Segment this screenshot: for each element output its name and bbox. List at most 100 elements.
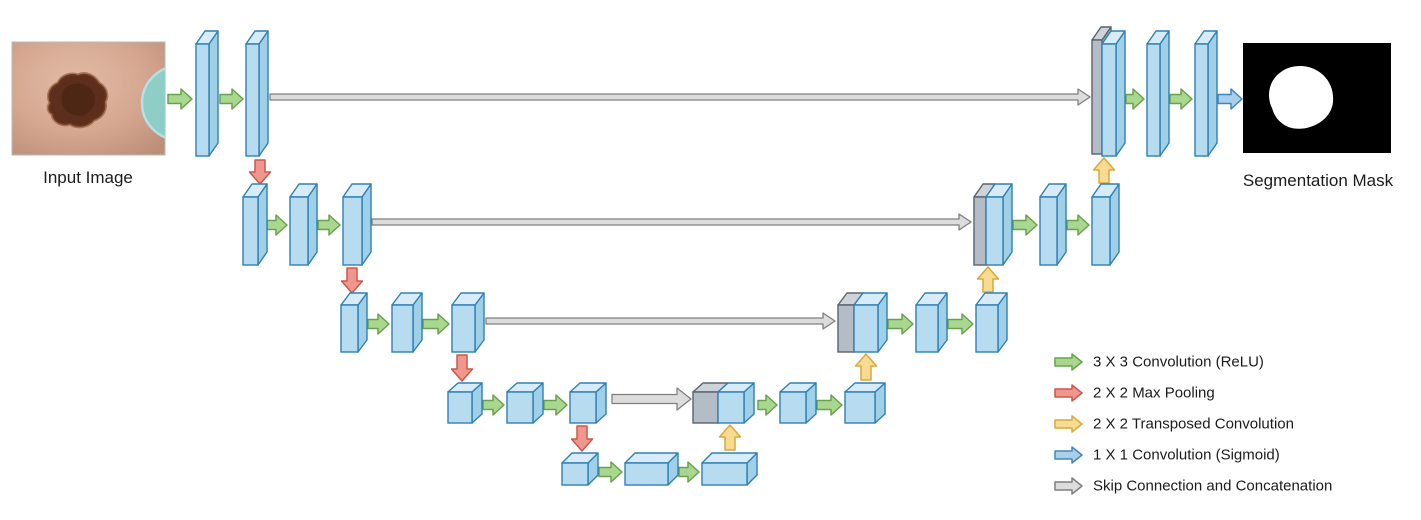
bottleneck-conv2-front — [701, 462, 748, 486]
enc3-conv1-front — [391, 304, 414, 353]
dec3-upsampled-front — [853, 304, 879, 353]
segmentation-mask-label: Segmentation Mask — [1243, 171, 1394, 190]
dec4-upsampled-front — [717, 391, 745, 424]
enc4-pooled-front — [447, 391, 473, 424]
dec4-conv2 — [844, 382, 886, 424]
conv-arrow — [1012, 214, 1038, 236]
dec4-conv1-front — [779, 391, 807, 424]
skin-lesion-core — [61, 83, 95, 116]
dec1-upsampled-front — [1101, 43, 1117, 157]
conv-arrow — [678, 461, 700, 483]
conv-arrow — [543, 394, 568, 416]
legend: 3 X 3 Convolution (ReLU) 2 X 2 Max Pooli… — [1093, 354, 1332, 495]
conv-arrow — [367, 313, 390, 335]
bottleneck-conv1 — [624, 452, 679, 486]
legend-label-conv: 3 X 3 Convolution (ReLU) — [1093, 354, 1264, 371]
bottleneck-conv1-front — [624, 462, 669, 486]
dec4-upsampled — [717, 382, 755, 424]
enc3-conv2 — [451, 292, 485, 353]
skip-connection-line — [269, 88, 1091, 106]
bottleneck-conv2 — [701, 452, 758, 486]
skip-connection-line — [371, 213, 972, 231]
enc1-conv2 — [245, 30, 269, 157]
conv-arrow — [757, 394, 778, 416]
dec1-skip-concat-front — [1091, 39, 1103, 155]
input-image — [11, 41, 166, 156]
skip-connection-line — [485, 312, 836, 330]
conv-arrow — [1125, 88, 1145, 110]
conv-arrow — [317, 214, 341, 236]
dec3-conv1-front — [915, 304, 939, 353]
legend-label-skip: Skip Connection and Concatenation — [1093, 478, 1332, 495]
enc1-conv2-front — [245, 43, 260, 157]
legend-label-upconv: 2 X 2 Transposed Convolution — [1093, 416, 1294, 433]
conv-arrow — [1066, 214, 1090, 236]
input-image-label: Input Image — [43, 168, 133, 187]
dec1-upsampled — [1101, 30, 1126, 157]
dec4-skip-concat-front — [692, 391, 719, 424]
conv-arrow — [947, 313, 974, 335]
conv-arrow — [482, 394, 505, 416]
dec2-upsampled — [985, 183, 1013, 266]
enc4-pooled — [447, 382, 483, 424]
enc2-pooled — [242, 183, 268, 266]
enc4-conv2-front — [569, 391, 597, 424]
enc2-conv1 — [289, 183, 318, 266]
pool-arrow — [570, 425, 594, 452]
dec4-conv1 — [779, 382, 817, 424]
enc1-conv2-side — [258, 30, 269, 157]
dec2-conv2 — [1091, 183, 1120, 266]
dec4-conv2-front — [844, 391, 876, 424]
dec3-conv2 — [975, 292, 1008, 353]
pool-arrow — [248, 159, 272, 185]
upconv-arrow — [1092, 157, 1116, 184]
dec3-conv1 — [915, 292, 948, 353]
legend-arrow-outconv — [1054, 446, 1083, 464]
conv-arrow — [167, 88, 193, 110]
upconv-arrow — [718, 424, 742, 451]
enc2-conv1-front — [289, 196, 309, 266]
upconv-arrow — [854, 353, 878, 381]
bottleneck-pooled-front — [561, 462, 589, 486]
bottleneck-conv2-top — [701, 452, 758, 464]
conv-arrow — [816, 394, 843, 416]
pool-arrow — [450, 354, 474, 382]
dec2-conv1 — [1039, 183, 1067, 266]
legend-arrow-pool — [1054, 384, 1083, 402]
enc4-conv1 — [506, 382, 544, 424]
dec1-upsampled-side — [1115, 30, 1126, 157]
conv-arrow — [219, 88, 244, 110]
enc4-conv1-front — [506, 391, 534, 424]
dec2-conv1-front — [1039, 196, 1058, 266]
dec3-upsampled — [853, 292, 888, 353]
mask-blob — [1269, 66, 1334, 129]
dec1-conv2-front — [1194, 43, 1209, 157]
bottleneck-conv1-top — [624, 452, 679, 464]
dec3-skip-concat-front — [837, 304, 855, 353]
dec3-conv2-front — [975, 304, 999, 353]
conv-arrow — [1169, 88, 1193, 110]
dec1-conv2-side — [1207, 30, 1218, 157]
dec1-conv2 — [1194, 30, 1218, 157]
conv-arrow — [266, 214, 288, 236]
color-calibration-patch — [140, 67, 165, 139]
enc2-conv2 — [342, 183, 372, 266]
enc3-pooled — [340, 292, 368, 353]
legend-label-pool: 2 X 2 Max Pooling — [1093, 385, 1215, 402]
enc1-conv1-side — [208, 30, 219, 157]
dec1-conv1-side — [1159, 30, 1170, 157]
conv-arrow — [422, 313, 450, 335]
diagram-layer — [167, 26, 1243, 495]
conv-arrow — [598, 461, 623, 483]
skip-connection-line — [611, 387, 692, 411]
enc3-conv1 — [391, 292, 423, 353]
legend-label-outconv: 1 X 1 Convolution (Sigmoid) — [1093, 447, 1280, 464]
legend-arrow-skip — [1054, 477, 1083, 495]
enc4-conv2 — [569, 382, 607, 424]
enc3-conv2-front — [451, 304, 476, 353]
segmentation-mask — [1243, 43, 1391, 153]
dec2-conv2-front — [1091, 196, 1111, 266]
enc1-conv1 — [195, 30, 219, 157]
legend-arrow-upconv — [1054, 415, 1083, 433]
